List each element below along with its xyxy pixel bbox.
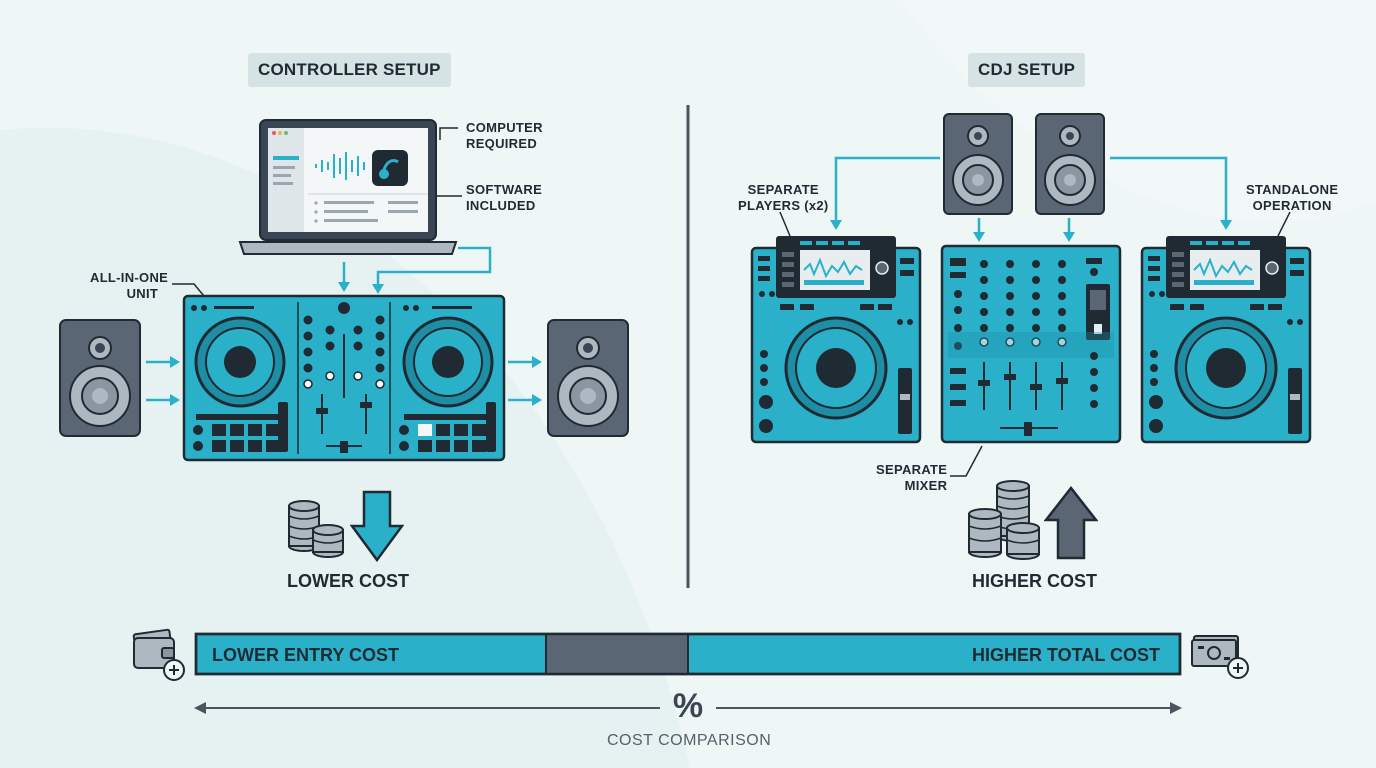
- dj-controller-icon: [182, 294, 506, 462]
- percent-symbol: %: [672, 687, 704, 725]
- range-arrow: [194, 702, 1182, 714]
- speaker-icon: [547, 319, 629, 437]
- cdj-player-icon: [1140, 236, 1312, 444]
- lower-entry-cost-label: LOWER ENTRY COST: [212, 645, 400, 665]
- coin-stack-icon: [288, 500, 344, 558]
- laptop-icon: [238, 119, 458, 255]
- speaker-icon: [943, 113, 1013, 215]
- cdj-setup-title: CDJ SETUP: [968, 53, 1086, 87]
- arrow-down-icon: [350, 490, 404, 562]
- cdj-player-icon: [750, 236, 922, 444]
- controller-setup-title: CONTROLLER SETUP: [248, 53, 451, 87]
- cost-bar: [194, 632, 1182, 676]
- arrow-up-icon: [1044, 486, 1098, 560]
- coin-stack-icon: [968, 480, 1040, 560]
- wallet-plus-icon: [132, 628, 185, 681]
- higher-cost-label: HIGHER COST: [972, 571, 1098, 591]
- dj-mixer-icon: [940, 244, 1122, 444]
- speaker-icon: [1035, 113, 1105, 215]
- speaker-icon: [59, 319, 141, 437]
- money-stack-plus-icon: [1191, 635, 1249, 679]
- higher-total-cost-label: HIGHER TOTAL COST: [971, 645, 1160, 665]
- cost-comparison-caption: COST COMPARISON: [607, 732, 772, 749]
- lower-cost-label: LOWER COST: [287, 571, 409, 591]
